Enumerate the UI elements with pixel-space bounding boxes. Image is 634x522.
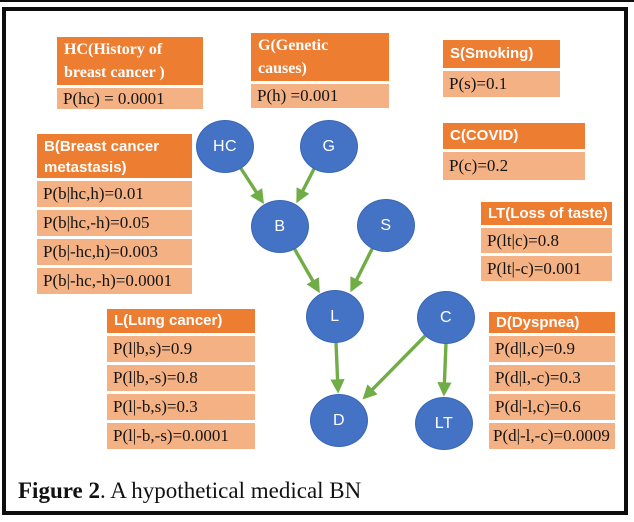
table-g-row-0: P(h) =0.001	[251, 84, 389, 108]
table-l-row-1: P(l|b,-s)=0.8	[107, 365, 255, 391]
table-l-row-3: P(l|-b,-s)=0.0001	[107, 423, 255, 449]
figure-caption: Figure 2. A hypothetical medical BN	[18, 477, 598, 504]
node-d: D	[310, 394, 368, 447]
table-l-title: L(Lung cancer)	[107, 309, 255, 333]
table-c-row-0: P(c)=0.2	[443, 152, 585, 180]
table-s-row-0: P(s)=0.1	[443, 71, 560, 97]
table-s: S(Smoking) P(s)=0.1	[443, 40, 560, 97]
node-c: C	[417, 291, 475, 344]
table-s-title: S(Smoking)	[443, 40, 560, 68]
node-c-label: C	[439, 308, 453, 326]
table-b-title: B(Breast cancer metastasis)	[37, 134, 192, 178]
node-s: S	[357, 199, 415, 252]
table-lt-row-0: P(lt|c)=0.8	[481, 228, 612, 253]
figure-border	[2, 7, 628, 515]
table-lt: LT(Loss of taste) P(lt|c)=0.8 P(lt|-c)=0…	[481, 202, 612, 281]
node-g-label: G	[322, 137, 336, 155]
table-d-row-1: P(d|l,-c)=0.3	[489, 365, 615, 391]
table-hc: HC(History of breast cancer ) P(hc) = 0.…	[57, 37, 203, 109]
table-l-row-2: P(l|-b,s)=0.3	[107, 394, 255, 420]
node-hc-label: HC	[212, 137, 238, 155]
caption-number: Figure 2	[18, 478, 100, 503]
table-b-row-3: P(b|-hc,-h)=0.0001	[37, 268, 192, 294]
node-b-label: B	[274, 217, 286, 235]
node-hc: HC	[196, 120, 254, 173]
table-g-title: G(Genetic causes)	[251, 33, 389, 81]
table-b: B(Breast cancer metastasis) P(b|hc,h)=0.…	[37, 134, 192, 294]
table-b-row-2: P(b|-hc,h)=0.003	[37, 239, 192, 265]
caption-text: . A hypothetical medical BN	[99, 478, 362, 503]
node-b: B	[251, 200, 309, 253]
table-d-row-2: P(d|-l,c)=0.6	[489, 394, 615, 420]
table-lt-row-1: P(lt|-c)=0.001	[481, 256, 612, 281]
node-lt: LT	[415, 397, 473, 450]
node-l: L	[306, 290, 364, 343]
table-b-row-0: P(b|hc,h)=0.01	[37, 181, 192, 207]
node-s-label: S	[380, 216, 392, 234]
table-l: L(Lung cancer) P(l|b,s)=0.9 P(l|b,-s)=0.…	[107, 309, 255, 449]
node-d-label: D	[332, 411, 346, 429]
table-lt-title: LT(Loss of taste)	[481, 202, 612, 225]
table-hc-title: HC(History of breast cancer )	[57, 37, 203, 85]
table-d-row-0: P(d|l,c)=0.9	[489, 336, 615, 362]
table-c-title: C(COVID)	[443, 123, 585, 149]
node-g: G	[300, 120, 358, 173]
table-d-title: D(Dyspnea)	[489, 312, 615, 333]
table-b-row-1: P(b|hc,-h)=0.05	[37, 210, 192, 236]
table-l-row-0: P(l|b,s)=0.9	[107, 336, 255, 362]
table-g: G(Genetic causes) P(h) =0.001	[251, 33, 389, 108]
table-c: C(COVID) P(c)=0.2	[443, 123, 585, 180]
table-d-row-3: P(d|-l,-c)=0.0009	[489, 423, 615, 449]
node-lt-label: LT	[434, 414, 454, 432]
page-top-rule	[0, 0, 634, 2]
node-l-label: L	[330, 307, 340, 325]
table-hc-row-0: P(hc) = 0.0001	[57, 88, 203, 109]
table-d: D(Dyspnea) P(d|l,c)=0.9 P(d|l,-c)=0.3 P(…	[489, 312, 615, 449]
